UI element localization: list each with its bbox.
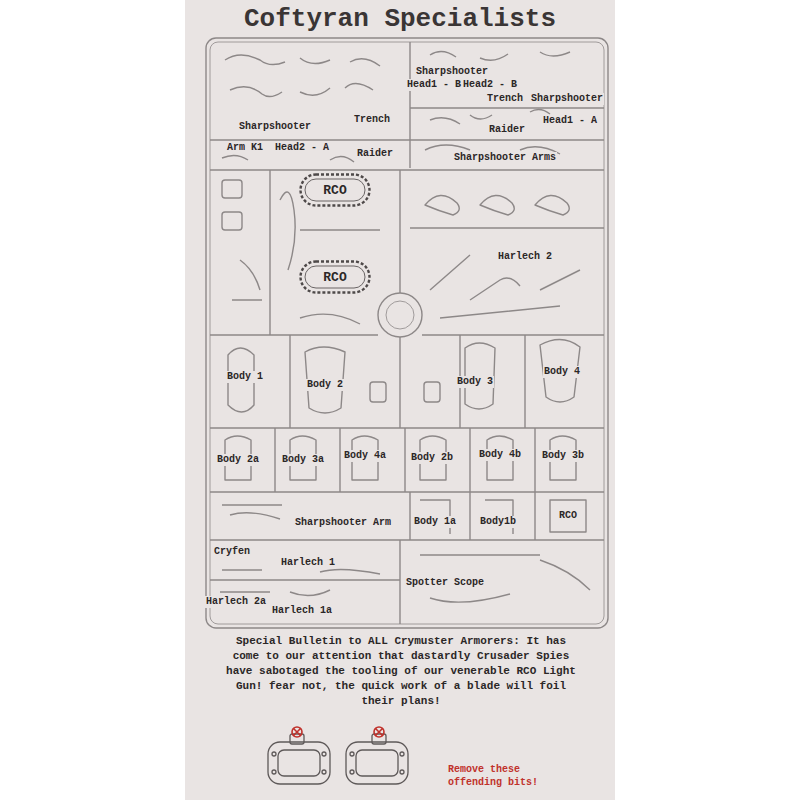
part-label: Body 3b	[541, 450, 585, 462]
part-label: RCO	[299, 270, 371, 285]
part-label: Head2 - B	[462, 79, 518, 91]
part-label: Sharpshooter Arms	[453, 152, 557, 164]
part-label: Body 3a	[281, 454, 325, 466]
part-label: Head1 - A	[542, 115, 598, 127]
part-label: Harlech 2	[497, 251, 553, 263]
part-label: Body 4a	[343, 450, 387, 462]
bulletin-note: Special Bulletin to ALL Crymuster Armore…	[220, 634, 582, 709]
part-label: Body 2a	[216, 454, 260, 466]
part-label: Trench	[353, 114, 391, 126]
part-label: RCO	[299, 183, 371, 198]
rco-oval: RCO	[299, 173, 371, 207]
part-label: Body 3	[456, 376, 494, 388]
part-label: Body 2b	[410, 452, 454, 464]
part-label: Harlech 1	[280, 557, 336, 569]
part-label: Raider	[488, 124, 526, 136]
part-label: Body 2	[306, 379, 344, 391]
part-label: Body 1	[226, 371, 264, 383]
part-label: Sharpshooter	[415, 66, 489, 78]
part-label: Body 4	[543, 366, 581, 378]
part-label: Raider	[356, 148, 394, 160]
sheet-title: Coftyran Specialists	[244, 4, 556, 34]
part-label: Head2 - A	[274, 142, 330, 154]
rco-oval: RCO	[299, 260, 371, 294]
part-label: Cryfen	[213, 546, 251, 558]
part-label: Body1b	[479, 516, 517, 528]
part-label: RCO	[558, 510, 578, 522]
part-label: Spotter Scope	[405, 577, 485, 589]
part-label: Trench	[486, 93, 524, 105]
part-label: Body 4b	[478, 449, 522, 461]
part-label: Sharpshooter	[530, 93, 604, 105]
part-label: Arm K1	[226, 142, 264, 154]
part-label: Sharpshooter Arm	[294, 517, 392, 529]
part-label: Body 1a	[413, 516, 457, 528]
part-label: Harlech 2a	[205, 596, 267, 608]
part-label: Harlech 1a	[271, 605, 333, 617]
warning-note: Remove these offending bits!	[447, 763, 567, 789]
part-label: Head1 - B	[406, 79, 462, 91]
part-label: Sharpshooter	[238, 121, 312, 133]
